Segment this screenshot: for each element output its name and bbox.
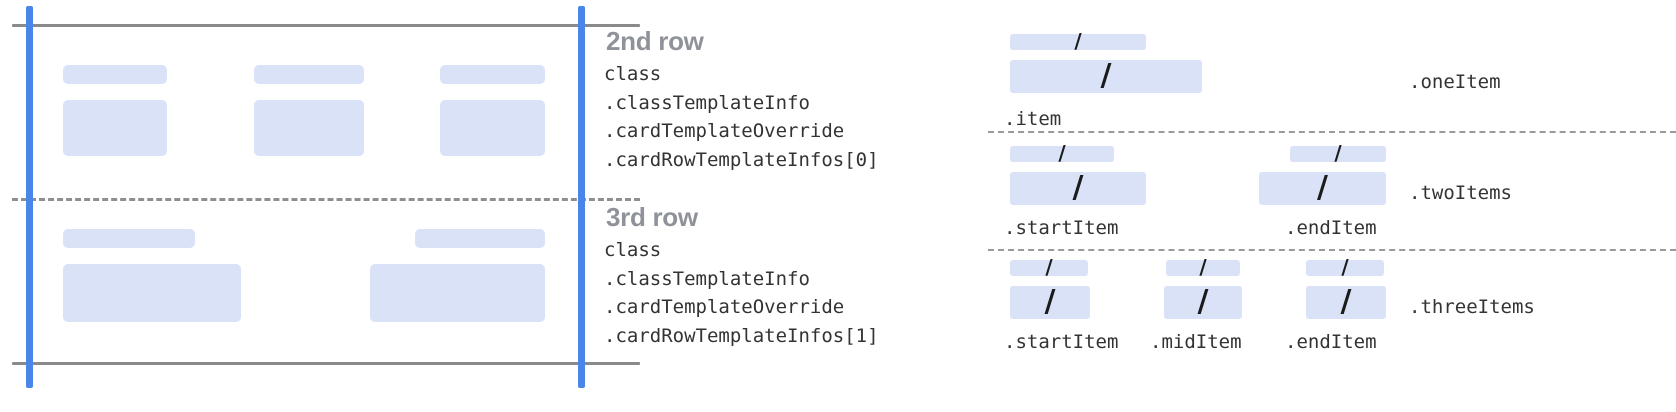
- three-items-mid-label: .midItem: [1150, 331, 1242, 353]
- row-divider-dashed: [12, 198, 640, 201]
- row2-cell1-content-block: [63, 100, 167, 156]
- variant-two-items: / / .startItem / / .endItem .twoItems: [984, 132, 1676, 249]
- slash-icon: /: [1058, 141, 1066, 165]
- slash-icon: /: [1074, 29, 1082, 53]
- one-item-label-block: /: [1010, 29, 1146, 53]
- row2-cell2-content-block: [254, 100, 364, 156]
- row2-cell1-label-block: [63, 65, 167, 84]
- slash-icon: /: [1044, 283, 1056, 319]
- row2-cell2-label-block: [254, 65, 364, 84]
- card-top-border: [12, 24, 640, 27]
- slash-icon: /: [1341, 255, 1349, 279]
- slash-icon: /: [1199, 255, 1207, 279]
- one-item-content-block: /: [1010, 60, 1202, 93]
- slash-icon: /: [1334, 141, 1342, 165]
- three-items-start-label: .startItem: [1004, 331, 1119, 353]
- row-path-line-3rd-3: .cardRowTemplateInfos[1]: [604, 324, 879, 347]
- row2-cell3-label-block: [440, 65, 545, 84]
- three-items-mid-content-block: /: [1164, 286, 1242, 319]
- variant-one-item: / / .item .oneItem: [984, 0, 1676, 130]
- variant-name-two-items: .twoItems: [1409, 182, 1512, 204]
- row-path-line-2nd-2: .cardTemplateOverride: [604, 120, 845, 142]
- two-items-start-label: .startItem: [1004, 217, 1119, 239]
- three-items-mid-label-block: /: [1166, 255, 1240, 279]
- variant-name-three-items: .threeItems: [1409, 296, 1535, 318]
- row-class-path-panel: 2nd row class .classTemplateInfo .cardTe…: [604, 0, 984, 412]
- slash-icon: /: [1045, 255, 1053, 279]
- slash-icon: /: [1197, 283, 1209, 319]
- card-preview-panel: [0, 0, 660, 412]
- row-path-line-3rd-2: .cardTemplateOverride: [604, 296, 845, 318]
- row3-cell1-label-block: [63, 229, 195, 248]
- three-items-end-label-block: /: [1306, 255, 1384, 279]
- row3-cell2-label-block: [415, 229, 545, 248]
- preview-row-2: [0, 0, 660, 198]
- row-path-line-2nd-3: .cardRowTemplateInfos[0]: [604, 148, 879, 171]
- row-path-group-3rd: 3rd row class .classTemplateInfo .cardTe…: [604, 202, 879, 350]
- two-items-end-label: .endItem: [1285, 217, 1377, 239]
- card-right-guide-line: [578, 6, 585, 388]
- row-path-title-2nd: 2nd row: [606, 26, 704, 56]
- row-path-line-3rd-1: .classTemplateInfo: [604, 267, 810, 290]
- variant-separator-2: [988, 249, 1676, 251]
- row3-cell1-content-block: [63, 264, 241, 322]
- variant-name-one-item: .oneItem: [1409, 71, 1501, 93]
- two-items-start-content-block: /: [1010, 172, 1146, 205]
- card-left-guide-line: [26, 6, 33, 388]
- two-items-end-content-block: /: [1259, 172, 1386, 205]
- variant-separator-1: [988, 131, 1676, 133]
- row3-cell2-content-block: [370, 264, 545, 322]
- slash-icon: /: [1317, 169, 1328, 205]
- preview-row-3: [0, 198, 660, 362]
- row-path-line-2nd-0: class: [604, 63, 662, 85]
- slash-icon: /: [1340, 283, 1352, 319]
- three-items-end-label: .endItem: [1285, 331, 1377, 353]
- slash-icon: /: [1072, 169, 1084, 205]
- three-items-end-content-block: /: [1306, 286, 1386, 319]
- variant-three-items: / / .startItem / / .midItem / / .endItem…: [984, 250, 1676, 370]
- slash-icon: /: [1100, 57, 1112, 93]
- two-items-end-label-block: /: [1290, 141, 1386, 165]
- two-items-start-label-block: /: [1010, 141, 1114, 165]
- row-path-title-3rd: 3rd row: [606, 202, 698, 232]
- item-template-variants-panel: / / .item .oneItem / / .startItem / / .e…: [984, 0, 1676, 412]
- row-path-group-2nd: 2nd row class .classTemplateInfo .cardTe…: [604, 26, 879, 174]
- row-path-line-3rd-0: class: [604, 239, 662, 261]
- three-items-start-label-block: /: [1010, 255, 1088, 279]
- one-item-item-label: .item: [1004, 108, 1062, 130]
- card-bottom-border: [12, 362, 640, 365]
- row-path-line-2nd-1: .classTemplateInfo: [604, 91, 810, 114]
- three-items-start-content-block: /: [1010, 286, 1090, 319]
- row2-cell3-content-block: [440, 100, 545, 156]
